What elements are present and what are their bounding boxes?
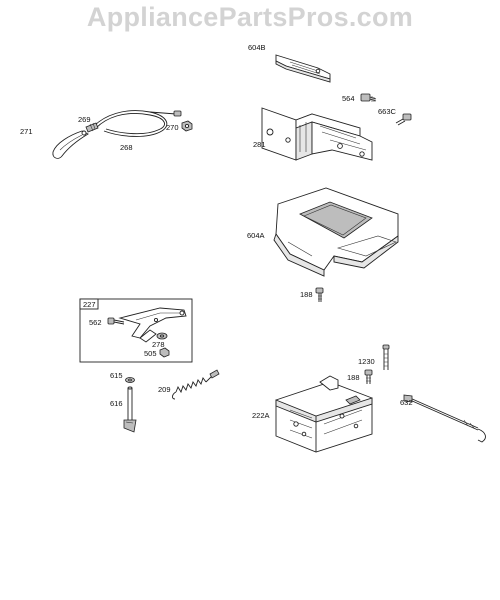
part-616[interactable] bbox=[123, 386, 137, 433]
callout-209: 209 bbox=[158, 385, 171, 394]
callout-268: 268 bbox=[120, 143, 133, 152]
callout-278: 278 bbox=[152, 340, 165, 349]
callout-269: 269 bbox=[78, 115, 91, 124]
watermark: AppliancePartsPros.com bbox=[86, 2, 414, 32]
part-188-upper[interactable] bbox=[315, 287, 324, 302]
part-1230[interactable] bbox=[382, 344, 390, 370]
kit-227-tag bbox=[79, 298, 99, 310]
callout-222A: 222A bbox=[252, 411, 270, 420]
part-663C[interactable] bbox=[395, 113, 412, 126]
callout-616: 616 bbox=[110, 399, 123, 408]
part-188-lower[interactable] bbox=[364, 369, 373, 384]
part-271[interactable] bbox=[52, 130, 89, 159]
callout-632: 632 bbox=[400, 398, 413, 407]
callout-663C: 663C bbox=[378, 107, 397, 116]
part-269[interactable] bbox=[85, 122, 99, 133]
callout-188-lower: 188 bbox=[347, 373, 360, 382]
part-562[interactable] bbox=[107, 317, 125, 325]
part-washer[interactable] bbox=[156, 332, 168, 340]
part-278[interactable] bbox=[118, 307, 187, 343]
part-615[interactable] bbox=[125, 377, 135, 383]
callout-505: 505 bbox=[144, 349, 157, 358]
part-270[interactable] bbox=[181, 120, 193, 132]
part-268[interactable] bbox=[93, 110, 182, 137]
callout-188-upper: 188 bbox=[300, 290, 313, 299]
part-222A[interactable] bbox=[275, 375, 373, 453]
part-505[interactable] bbox=[159, 347, 170, 358]
part-604B[interactable] bbox=[275, 54, 331, 83]
part-564[interactable] bbox=[360, 93, 377, 102]
callout-271: 271 bbox=[20, 127, 33, 136]
kit-227-box bbox=[79, 298, 193, 363]
callout-604A: 604A bbox=[247, 231, 265, 240]
callout-227: 227 bbox=[83, 300, 96, 309]
part-604A[interactable] bbox=[273, 187, 399, 277]
callout-562: 562 bbox=[89, 318, 102, 327]
callout-615: 615 bbox=[110, 371, 123, 380]
part-632[interactable] bbox=[403, 394, 486, 443]
callout-564: 564 bbox=[342, 94, 355, 103]
callout-604B: 604B bbox=[248, 43, 266, 52]
part-281[interactable] bbox=[261, 107, 373, 161]
callout-1230: 1230 bbox=[358, 357, 375, 366]
callout-270: 270 bbox=[166, 123, 179, 132]
part-209[interactable] bbox=[172, 369, 220, 400]
callout-281: 281 bbox=[253, 140, 266, 149]
